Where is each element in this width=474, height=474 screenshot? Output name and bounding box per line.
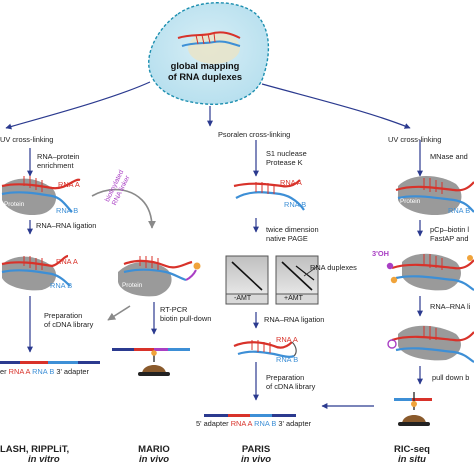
col1-step-ligation: RNA–RNA ligation xyxy=(36,221,97,230)
col4-protein-label: Protein xyxy=(400,198,421,205)
col1-rna-a-label: RNA A xyxy=(58,180,80,189)
col2-step-rtpcr: RT-PCR xyxy=(160,305,188,314)
col1-condition: in vitro xyxy=(28,454,60,465)
col4-condition: in situ xyxy=(398,454,426,465)
col1-adapter-row: er RNA A RNA B 3' adapter xyxy=(0,367,89,377)
col2-pulldown xyxy=(112,348,190,376)
col3-step-protease: Protease K xyxy=(266,158,303,167)
gel-minus-label: -AMT xyxy=(234,295,252,302)
col1-adapter-rna-b: RNA B xyxy=(32,367,55,376)
col3-duplex-2 xyxy=(233,340,297,358)
col3-rna-b-label: RNA B xyxy=(284,200,307,209)
col3-rna-a-label: RNA A xyxy=(280,178,302,187)
branch-arrow-uv-left xyxy=(5,81,151,130)
col1-step-cdna-1: Preparation xyxy=(44,311,83,320)
col3-adapter-rna-a: RNA A xyxy=(230,419,253,428)
title-line-1: global mapping xyxy=(170,61,240,71)
biotin-dot xyxy=(193,262,201,270)
col4-pulldown xyxy=(394,392,432,426)
col3-step-cdna-1: Preparation xyxy=(266,373,305,382)
col3-duplexes-label: RNA duplexes xyxy=(310,263,357,272)
col4-3oh-label: 3'OH xyxy=(372,249,389,258)
col1-step-enrich-2: enrichment xyxy=(37,161,74,170)
col4-step-ligation: RNA–RNA li xyxy=(430,302,471,311)
col2-step-pulldown: biotin pull-down xyxy=(160,314,212,323)
col3-adapter-3: 3' adapter xyxy=(278,419,312,428)
branch-arrow-uv-right xyxy=(261,83,411,129)
col4-step-pcp: pCp–biotin l xyxy=(430,225,470,234)
col1-step-enrich-1: RNA–protein xyxy=(37,152,80,161)
col3-method: PARIS xyxy=(241,444,271,455)
col4-step-fastap: FastAP and xyxy=(430,234,469,243)
col1-step-cdna-2: of cDNA library xyxy=(44,320,94,329)
col4-step-uv: UV cross-linking xyxy=(388,135,442,144)
col3-adapter-rna-b: RNA B xyxy=(254,419,277,428)
col4-complex-2 xyxy=(386,253,474,291)
col3-step-ligation: RNA–RNA ligation xyxy=(264,315,325,324)
col4-complex-1 xyxy=(395,176,474,216)
col1-adapter-rna-a: RNA A xyxy=(8,367,31,376)
col3-adapter-5: 5' adapter xyxy=(196,419,229,428)
col2-protein-label: Protein xyxy=(122,282,143,289)
col1-method: LASH, RIPPLiT, xyxy=(0,444,70,455)
col3-cdna-bar xyxy=(204,414,296,417)
col3-step-psoralen: Psoralen cross-linking xyxy=(218,130,291,139)
gel-plus-label: +AMT xyxy=(284,295,303,302)
col3-step-cdna-2: of cDNA library xyxy=(266,382,316,391)
col3-rna-a-label-2: RNA A xyxy=(276,335,298,344)
col3-step-page-1: twice dimension xyxy=(266,225,319,234)
col3-condition: in vivo xyxy=(240,454,272,465)
col1-adapter-3: 3' adapter xyxy=(56,367,89,376)
mario-back-arrow xyxy=(107,305,131,321)
linker-arrow xyxy=(91,188,156,229)
bubble-duplex-icon xyxy=(177,31,241,47)
col2-complex xyxy=(118,256,201,297)
nucleus-shape xyxy=(188,32,240,64)
gel-minus-amt xyxy=(225,255,269,305)
col2-method: MARIO xyxy=(138,444,170,455)
col1-rna-b-label-2: RNA B xyxy=(50,281,73,290)
col1-complex-2 xyxy=(1,254,71,291)
col4-step-mnase: MNase and xyxy=(430,152,468,161)
col3-step-page-2: native PAGE xyxy=(266,234,308,243)
col1-step-uv: UV cross-linking xyxy=(0,135,54,144)
col1-protein-label: Protein xyxy=(4,201,25,208)
col4-method: RIC-seq xyxy=(394,444,430,455)
col3-adapter-row: 5' adapter RNA A RNA B 3' adapter xyxy=(196,419,312,429)
col1-adapter-prefix: er xyxy=(0,367,7,376)
diagram-title: global mapping of RNA duplexes xyxy=(158,61,252,82)
cell-bubble xyxy=(148,2,270,105)
col1-rna-b-label: RNA B xyxy=(56,206,79,215)
col3-duplex-1 xyxy=(233,179,305,211)
col2-condition: in vivo xyxy=(138,454,170,465)
col3-step-s1: S1 nuclease xyxy=(266,149,307,158)
gel-plus-amt xyxy=(275,255,319,305)
col4-step-pulldown: pull down b xyxy=(432,373,470,382)
col3-rna-b-label-2: RNA B xyxy=(276,355,299,364)
title-line-2: of RNA duplexes xyxy=(167,71,243,82)
col1-complex-1 xyxy=(1,176,81,216)
col1-rna-a-label-2: RNA A xyxy=(56,257,78,266)
col4-complex-3 xyxy=(387,325,474,363)
col4-rna-b-label: RNA B xyxy=(448,206,471,215)
col1-cdna-bar xyxy=(0,361,100,364)
